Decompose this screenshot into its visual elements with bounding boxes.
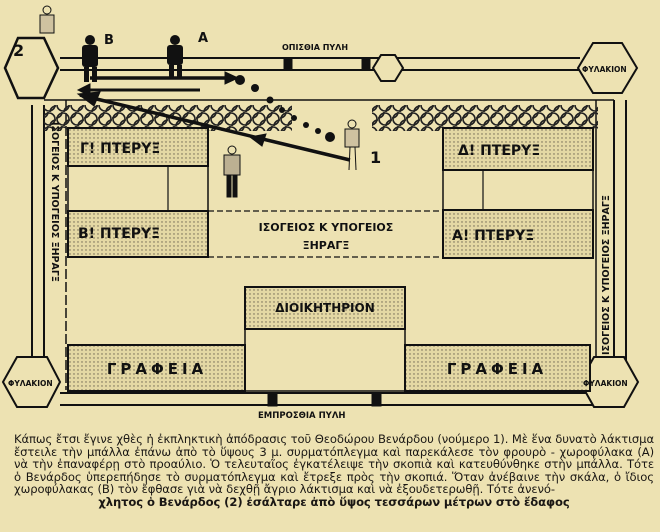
offices-label-right: ΓΡΑΦΕΙΑ	[447, 360, 547, 378]
article-caption: Κάπως ἔτσι ἔγινε χθὲς ἡ ἐκπληκτικὴ ἀπόδρ…	[14, 433, 654, 509]
barbed-wire-right	[372, 105, 598, 131]
cells-label-line2: ΞΗΡΑΓΞ	[303, 239, 350, 252]
guardhouse-label-bottom-left: ΦΥΛΑΚΙΟΝ	[8, 379, 53, 388]
outer-wall	[31, 57, 627, 406]
headquarters-label: ΔΙΟΙΚΗΤΗΡΙΟΝ	[275, 301, 375, 315]
guardhouse-label-bottom-right: ΦΥΛΑΚΙΟΝ	[583, 379, 628, 388]
rear-gate-post-left	[283, 57, 293, 71]
marker-b: Β	[104, 33, 114, 48]
front-gate-label: ΕΜΠΡΟΣΘΙΑ ΠΥΛΗ	[258, 411, 346, 421]
marker-1: 1	[370, 148, 381, 167]
prison-escape-diagram: ΟΠΙΣΘΙΑ ΠΥΛΗ ΕΜΠΡΟΣΘΙΑ ΠΥΛΗ ΦΥΛΑΚΙΟΝ ΦΥΛ…	[1, 5, 640, 421]
headquarters-block	[244, 286, 406, 330]
rear-gate-label: ΟΠΙΣΘΙΑ ΠΥΛΗ	[282, 43, 348, 52]
barbed-wire-left	[44, 105, 292, 131]
guard-b-figure	[82, 35, 98, 82]
guardhouse-label-top-right: ΦΥΛΑΚΙΟΝ	[582, 65, 627, 74]
escaper-figure-1	[344, 119, 360, 171]
prisoner-figure	[223, 145, 241, 198]
wing-a-block	[442, 209, 594, 259]
escaper-figure-2	[39, 5, 55, 34]
escape-path	[76, 71, 351, 162]
wing-b-block	[67, 210, 209, 258]
wing-g-label: Γ! ΠΤΕΡΥΞ	[80, 141, 160, 157]
marker-a: Α	[198, 31, 208, 46]
wing-g-block	[67, 127, 209, 167]
side-cells-label-left: ΙΣΟΓΕΙΟΣ Κ ΥΠΟΓΕΙΟΣ ΞΗΡΑΓΞ	[49, 122, 60, 282]
guard-a-figure	[167, 35, 183, 79]
wing-d-label: Δ! ΠΤΕΡΥΞ	[458, 143, 540, 159]
guard-tower-bottom-right	[578, 356, 640, 408]
front-gate-post-right	[371, 392, 382, 407]
marker-2: 2	[13, 41, 24, 60]
wing-g-lower	[67, 165, 209, 212]
guard-tower-top-right	[576, 42, 639, 94]
front-gate-post-left	[267, 392, 278, 407]
rear-gate-post-right	[361, 57, 371, 71]
side-cells-label-right: ΙΣΟΓΕΙΟΣ Κ ΥΠΟΓΕΙΟΣ ΞΗΡΑΓΞ	[601, 195, 612, 355]
guard-tower-top-mid	[371, 54, 405, 82]
wing-d-lower	[442, 169, 594, 211]
cells-label-line1: ΙΣΟΓΕΙΟΣ Κ ΥΠΟΓΕΙΟΣ	[259, 221, 394, 234]
guard-tower-bottom-left	[1, 356, 62, 408]
guard-tower-top-left	[3, 36, 60, 100]
wing-d-block	[442, 127, 594, 171]
offices-right-block	[404, 344, 591, 392]
caption-body: Κάπως ἔτσι ἔγινε χθὲς ἡ ἐκπληκτικὴ ἀπόδρ…	[14, 432, 654, 497]
offices-left-block	[67, 344, 246, 392]
wing-a-label: Α! ΠΤΕΡΥΞ	[452, 228, 534, 244]
ball-trajectory	[235, 75, 335, 142]
headquarters-lower	[244, 328, 406, 392]
wing-b-label: Β! ΠΤΕΡΥΞ	[78, 226, 160, 242]
offices-label-left: ΓΡΑΦΕΙΑ	[107, 360, 207, 378]
caption-last-line: χλητος ὁ Βενάρδος (2) ἐσάλταρε ἀπὸ ὕψος …	[98, 494, 570, 509]
